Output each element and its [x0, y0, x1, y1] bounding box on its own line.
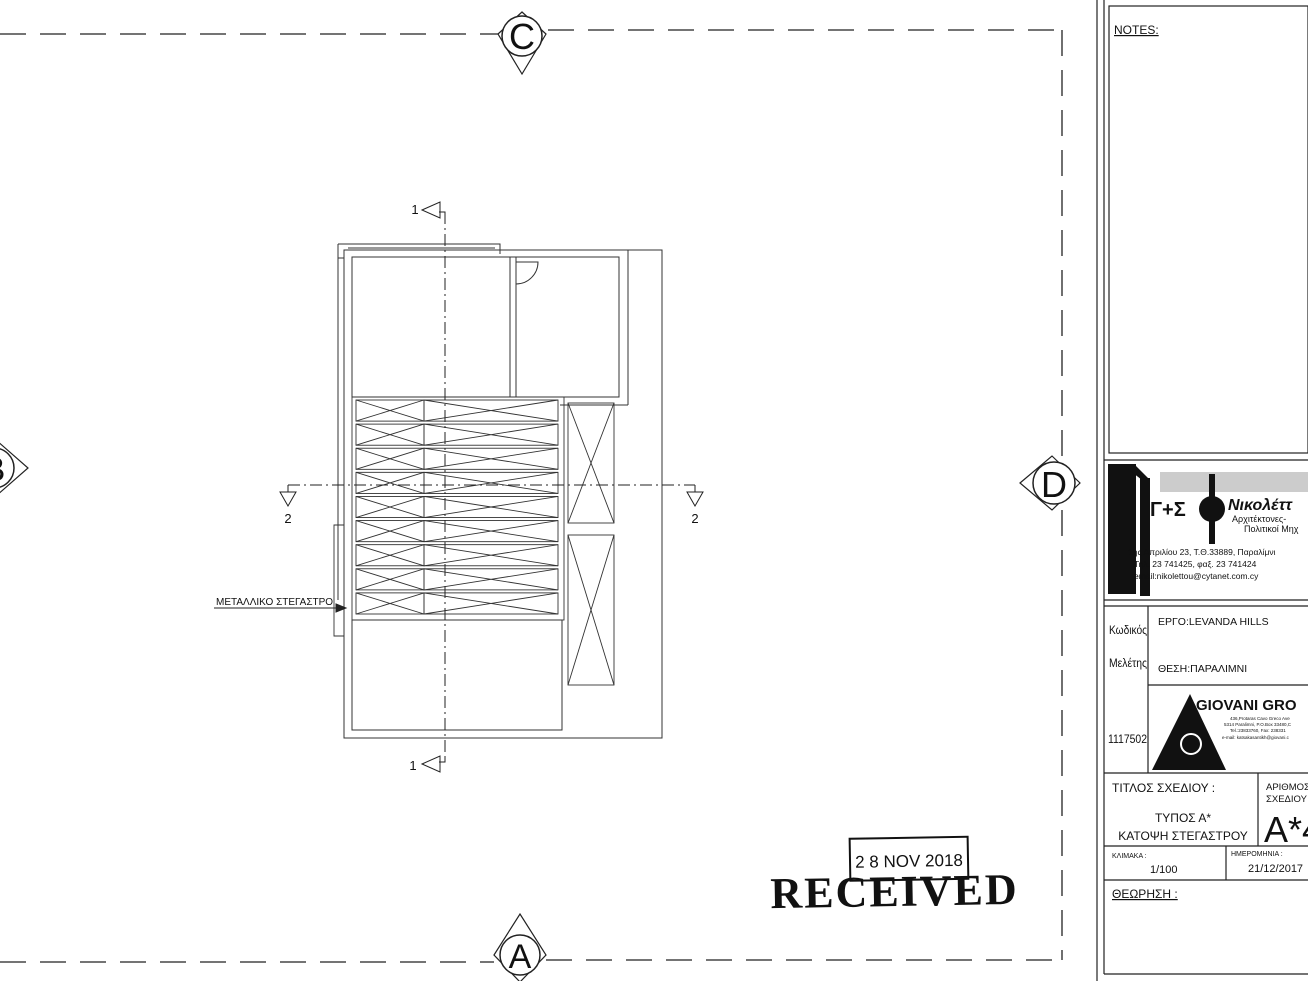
client-logo [1152, 694, 1226, 770]
side-panels [567, 402, 615, 686]
drawing-number: Α*4 [1264, 809, 1308, 850]
section-1-bottom-label: 1 [409, 758, 416, 773]
floor-plan [337, 243, 663, 739]
grid-marker-bottom-label: A [509, 938, 532, 976]
firm-phone: Τηλ. 23 741425, φαξ. 23 741424 [1134, 559, 1257, 569]
grid-marker-top: C [497, 11, 547, 76]
project-name: ΕΡΓΟ:LEVANDA HILLS [1158, 616, 1269, 628]
section-2-right-label: 2 [691, 511, 698, 526]
grid-marker-left-label: B [0, 451, 5, 489]
grid-marker-right: D [1019, 455, 1081, 511]
drawing-title-line-1: ΤΥΠΟΣ Α* [1155, 811, 1211, 825]
notes-label: NOTES: [1114, 23, 1159, 37]
title-block-frame [1096, 0, 1308, 981]
scale-label: ΚΛΙΜΑΚΑ : [1112, 853, 1147, 860]
firm-address: 1ης Απριλίου 23, Τ.Θ.33889, Παραλίμνι [1128, 547, 1276, 557]
grid-marker-bottom: A [493, 912, 547, 981]
code-value: 1117502 [1108, 732, 1147, 746]
firm-mark: Γ+Σ [1150, 499, 1186, 521]
canopy-label: ΜΕΤΑΛΛΙΚΟ ΣΤΕΓΑΣΤΡΟ [216, 597, 333, 608]
firm-email: email:nikolettou@cytanet.com.cy [1134, 571, 1259, 581]
client-line-4: e-mail: katsakasantikh@giovani.c [1222, 735, 1290, 740]
stamp-date: 2 8 NOV 2018 [855, 851, 963, 872]
review-label: ΘΕΩΡΗΣΗ : [1112, 887, 1178, 901]
code-label-1: Κωδικός [1109, 623, 1147, 637]
drawing-number-label-2: ΣΧΕΔΙΟΥ [1266, 794, 1308, 805]
date-value: 21/12/2017 [1248, 863, 1303, 875]
client-name: GIOVANI GRO [1196, 697, 1297, 714]
drawing-title-line-2: ΚΑΤΟΨΗ ΣΤΕΓΑΣΤΡΟΥ [1118, 829, 1248, 843]
firm-subtitle-2: Πολιτικοί Μηχ [1244, 524, 1299, 534]
grid-marker-right-label: D [1041, 464, 1067, 505]
received-stamp: 2 8 NOV 2018 RECEIVED [770, 835, 1019, 918]
client-line-1: 436,Protaras Cavo Greco Ave [1230, 716, 1290, 721]
canopy-leader [214, 603, 348, 613]
scale-value: 1/100 [1150, 864, 1178, 876]
client-line-2: 5314 Paralimni, P.O.Box 33480,C [1224, 722, 1292, 727]
drawing-number-label-1: ΑΡΙΘΜΟΣ [1266, 782, 1308, 793]
section-2-left-label: 2 [284, 511, 291, 526]
stamp-text: RECEIVED [770, 865, 1019, 918]
canopy-grid [351, 396, 565, 621]
firm-name: Νικολέττ [1228, 497, 1293, 514]
firm-logo [1108, 464, 1308, 596]
date-label: ΗΜΕΡΟΜΗΝΙΑ : [1231, 851, 1283, 858]
client-line-3: Tel.:23833760, Fax: 238331 [1230, 728, 1286, 733]
firm-subtitle-1: Αρχιτέκτονες- [1232, 514, 1286, 524]
section-line-2 [279, 484, 704, 508]
grid-marker-top-label: C [509, 16, 535, 57]
grid-marker-left: B [0, 442, 29, 494]
project-location: ΘΕΣΗ:ΠΑΡΑΛΙΜΝΙ [1158, 663, 1247, 675]
section-1-top-label: 1 [411, 202, 418, 217]
section-line-1 [420, 201, 446, 773]
code-label-2: Μελέτης [1109, 656, 1147, 670]
title-label: ΤΙΤΛΟΣ ΣΧΕΔΙΟΥ : [1112, 781, 1215, 795]
canopy-bracket [333, 524, 344, 637]
